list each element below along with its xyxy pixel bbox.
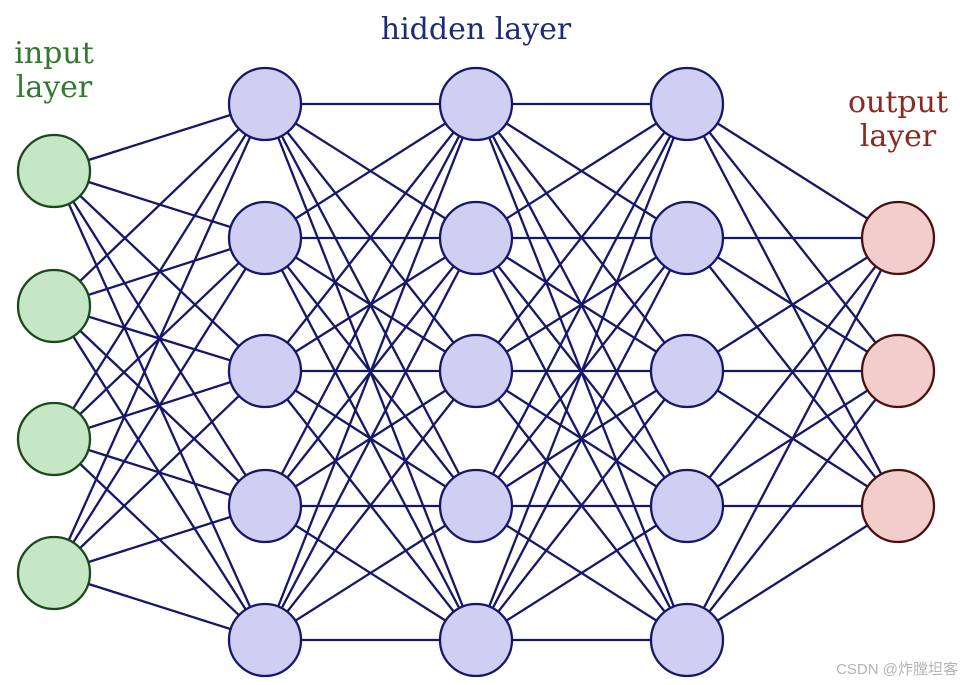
hidden1-neuron-3 (227, 333, 303, 409)
connection-l2-2-to-l3-1 (264, 103, 477, 239)
hidden3-neuron-5 (649, 602, 725, 678)
connection-l2-5-to-l3-3 (264, 370, 477, 641)
neurons (16, 66, 936, 678)
hidden3-neuron-1 (649, 66, 725, 142)
connection-l3-4-to-l4-1 (474, 103, 689, 507)
connection-l4-3-to-l5-1 (686, 237, 899, 372)
hidden1-neuron-4 (227, 468, 303, 544)
hidden2-neuron-1 (438, 66, 514, 142)
input-layer-label-line1: input (14, 36, 94, 71)
connection-l3-5-to-l4-3 (475, 370, 688, 641)
output-layer-label-line1: output (848, 85, 948, 120)
output-neuron-1 (860, 200, 936, 276)
output-neuron-3 (860, 468, 936, 544)
output-layer-label-line2: layer (860, 119, 937, 154)
hidden2-neuron-5 (438, 602, 514, 678)
connections (52, 102, 900, 642)
connection-l2-5-to-l3-2 (263, 237, 478, 641)
connection-l1-4-to-l2-3 (53, 370, 266, 574)
connection-l1-2-to-l2-1 (53, 103, 266, 307)
hidden3-neuron-3 (649, 333, 725, 409)
connection-l4-5-to-l5-2 (686, 370, 899, 641)
connection-l3-5-to-l4-2 (474, 237, 689, 641)
hidden1-neuron-1 (227, 66, 303, 142)
connection-l1-3-to-l2-1 (53, 103, 266, 440)
connection-l3-5-to-l4-4 (475, 505, 688, 641)
connection-l2-5-to-l3-1 (263, 103, 478, 641)
watermark: CSDN @炸膛坦客 (836, 661, 958, 678)
hidden1-neuron-5 (227, 602, 303, 678)
connection-l4-5-to-l5-3 (686, 505, 899, 641)
hidden2-neuron-2 (438, 200, 514, 276)
connection-l1-4-to-l2-1 (52, 103, 267, 574)
input-neuron-1 (16, 133, 92, 209)
connection-l2-4-to-l3-1 (263, 103, 478, 507)
hidden2-neuron-3 (438, 333, 514, 409)
input-neuron-2 (16, 268, 92, 344)
connection-l2-5-to-l3-4 (264, 505, 477, 641)
hidden2-neuron-4 (438, 468, 514, 544)
connection-l1-4-to-l2-2 (53, 237, 266, 574)
connection-l4-5-to-l5-1 (685, 237, 900, 641)
connection-l3-3-to-l4-1 (475, 103, 688, 372)
connection-l3-2-to-l4-1 (475, 103, 688, 239)
connection-l4-4-to-l5-1 (686, 237, 899, 507)
input-layer-label-line2: layer (16, 70, 93, 105)
connection-l3-5-to-l4-1 (474, 103, 689, 641)
connection-l4-1-to-l5-1 (686, 103, 899, 239)
input-neuron-4 (16, 535, 92, 611)
hidden3-neuron-2 (649, 200, 725, 276)
hidden1-neuron-2 (227, 200, 303, 276)
connection-l2-3-to-l3-1 (264, 103, 477, 372)
hidden3-neuron-4 (649, 468, 725, 544)
input-neuron-3 (16, 401, 92, 477)
output-neuron-2 (860, 333, 936, 409)
hidden-layer-label: hidden layer (381, 12, 572, 47)
